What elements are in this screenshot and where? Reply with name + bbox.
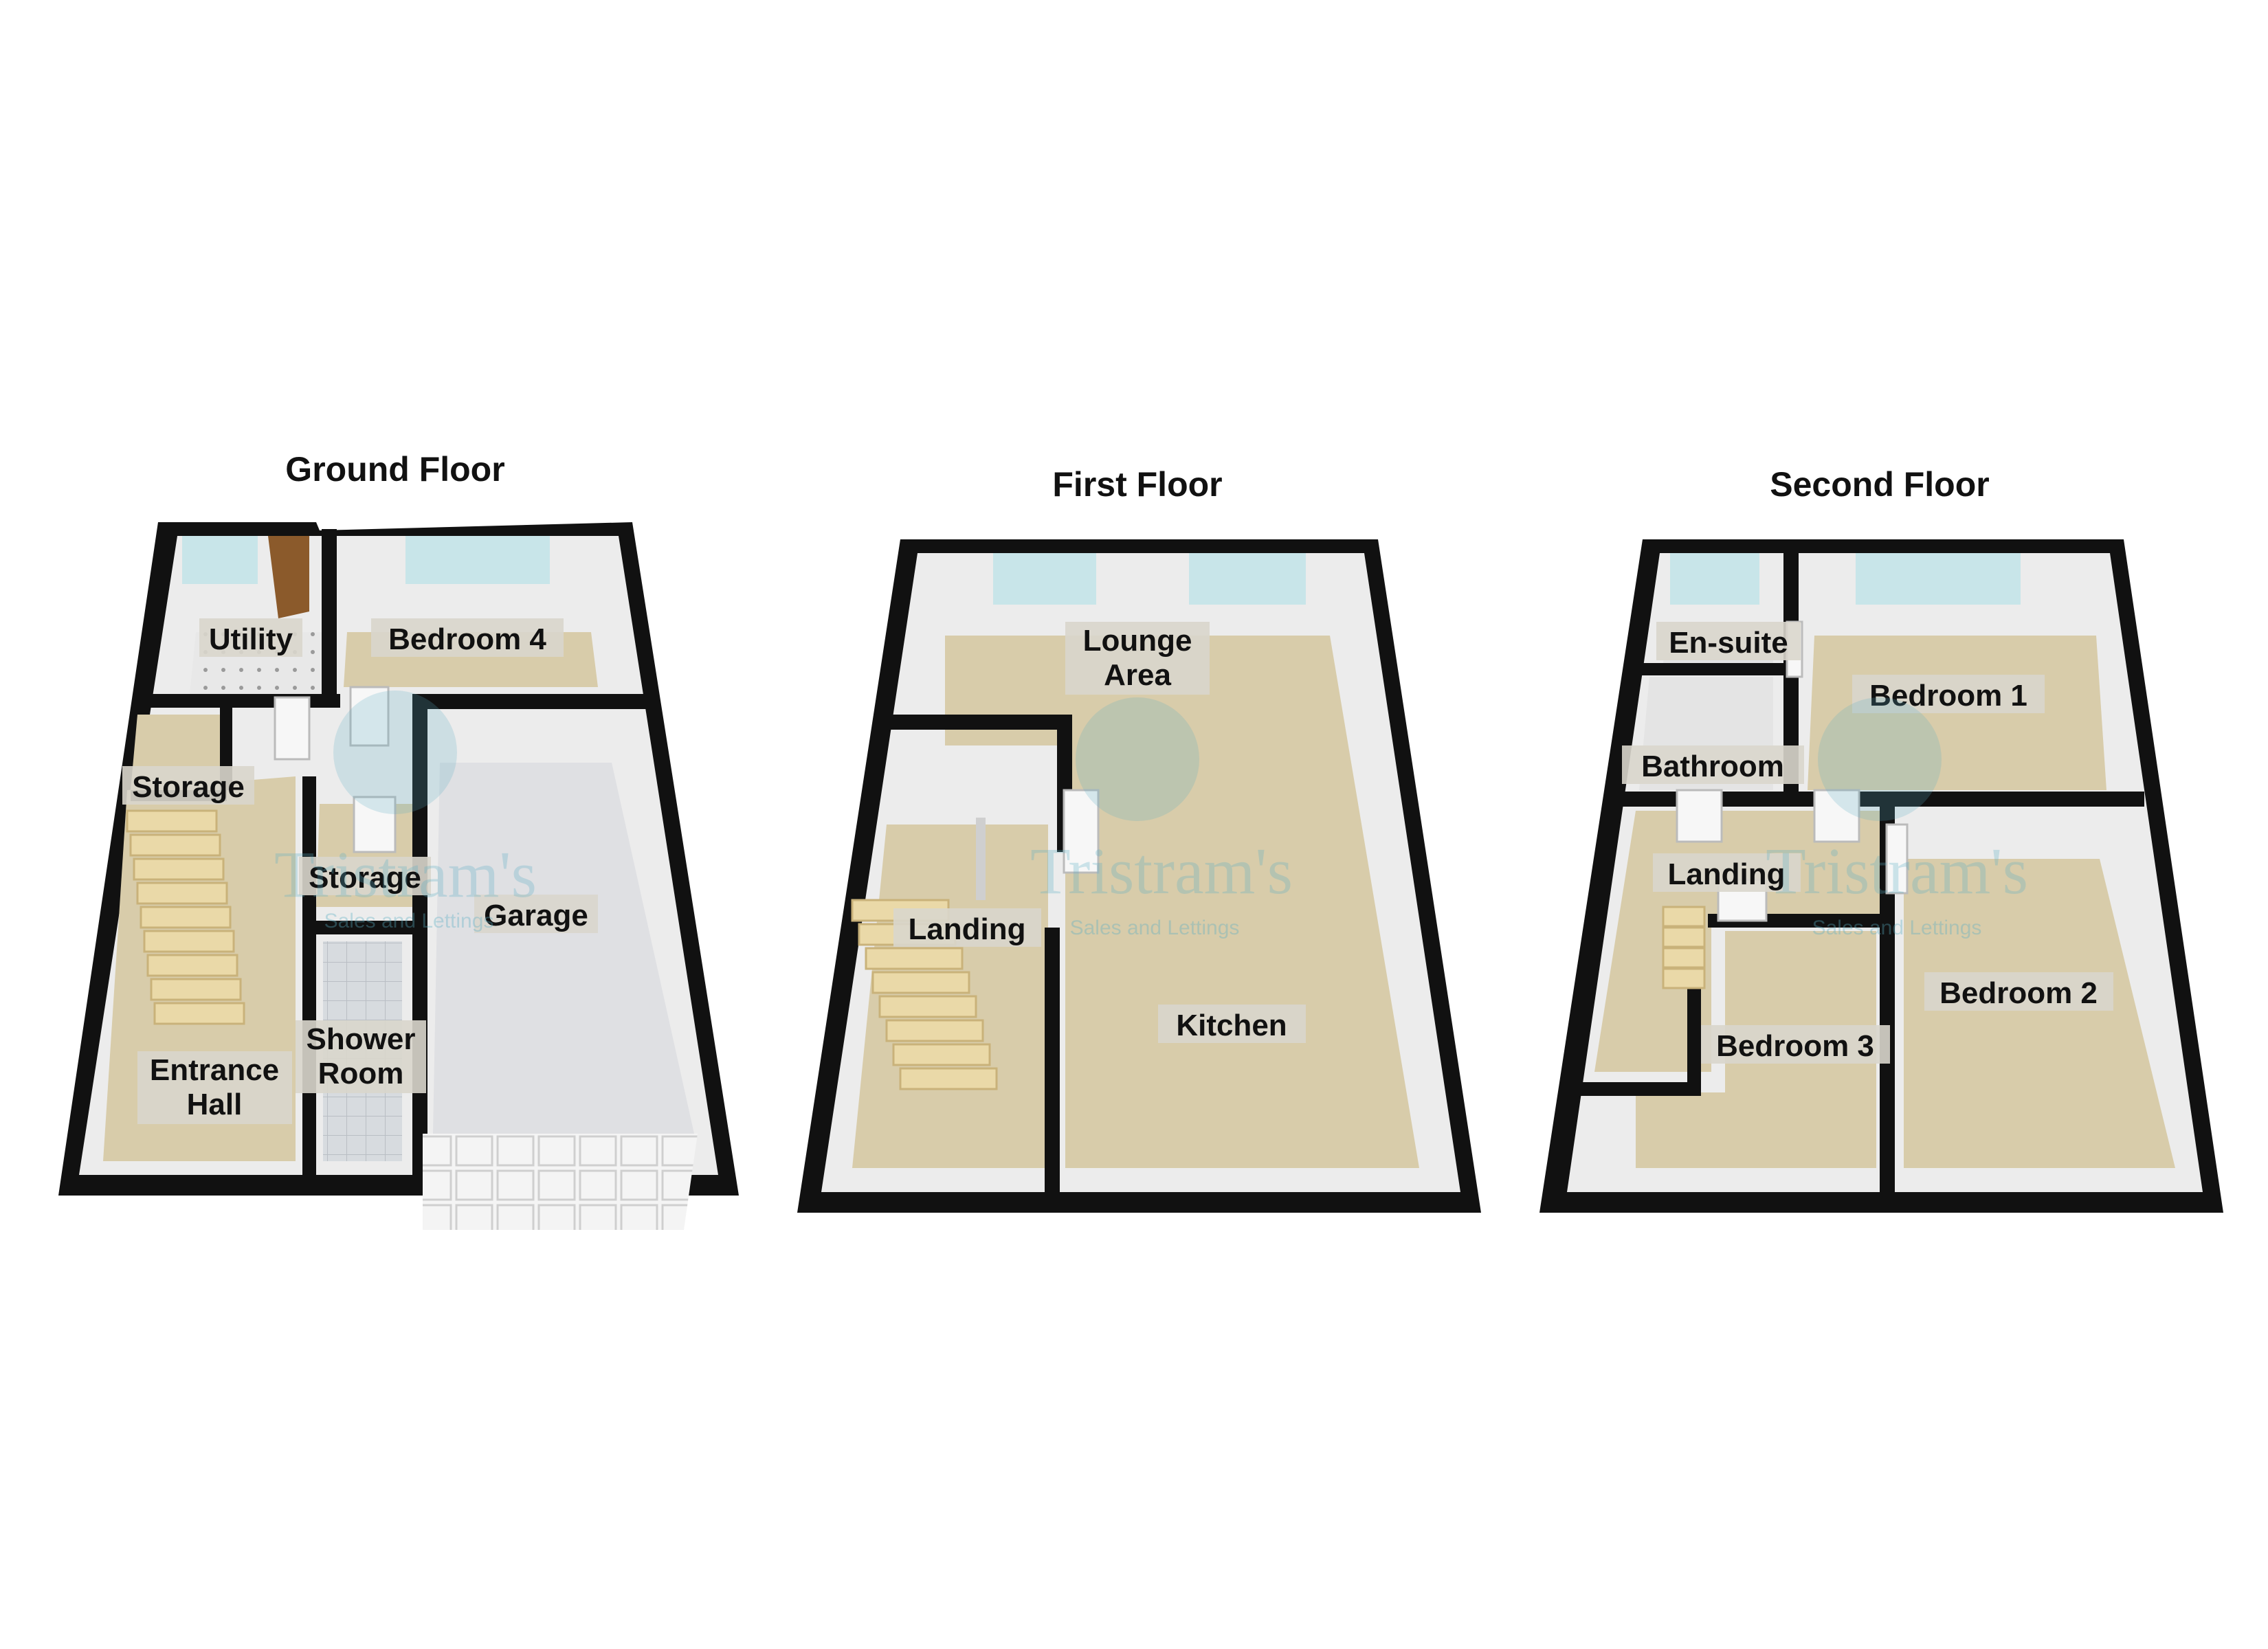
staircase (126, 809, 245, 1025)
room-label-landing: Landing (1667, 857, 1785, 891)
door (1676, 789, 1723, 843)
garage-door (423, 1134, 698, 1230)
room-label-entrance-hall: Entrance (150, 1053, 279, 1087)
door (349, 686, 390, 747)
house-logo-icon (333, 691, 457, 814)
room-label-bathroom: Bathroom (1641, 750, 1784, 783)
wall (887, 715, 1072, 730)
room-label-bedroom-4: Bedroom 4 (388, 622, 546, 656)
room-label-kitchen: Kitchen (1176, 1009, 1287, 1042)
window (1856, 553, 2021, 605)
floor-title: First Floor (1052, 465, 1222, 504)
door (274, 696, 311, 761)
room-label-lounge-area: Area (1104, 658, 1171, 692)
wall (1581, 1082, 1701, 1096)
staircase (851, 899, 998, 1090)
room-label-garage: Garage (484, 899, 588, 932)
window (1189, 553, 1306, 605)
door (353, 796, 397, 853)
garage-floor (433, 763, 694, 1134)
wall (1629, 663, 1794, 675)
room-label-shower-room: Shower (307, 1022, 416, 1056)
watermark-brand: Tristram's (1766, 834, 2028, 908)
watermark: Tristram's Sales and Lettings (1030, 697, 1293, 939)
watermark: Tristram's Sales and Lettings (274, 691, 537, 932)
watermark-sub: Sales and Lettings (324, 910, 494, 932)
room-label-entrance-hall: Hall (187, 1088, 243, 1121)
wall (322, 529, 337, 701)
window (1670, 553, 1759, 605)
watermark-brand: Tristram's (274, 838, 537, 911)
house-logo-icon (1818, 697, 1942, 821)
door (1885, 823, 1909, 895)
room-label-bedroom-3: Bedroom 3 (1716, 1029, 1874, 1063)
ground-floor: Ground Floor (58, 450, 739, 1230)
door (1063, 789, 1100, 874)
wall (412, 694, 646, 709)
room-label-bedroom-2: Bedroom 2 (1939, 976, 2098, 1010)
floor-title: Ground Floor (285, 450, 504, 489)
watermark-sub: Sales and Lettings (1812, 917, 1982, 939)
room-label-en-suite: En-suite (1669, 626, 1788, 660)
floor-title: Second Floor (1770, 465, 1989, 504)
wall (1880, 804, 1895, 1213)
wall (1045, 928, 1060, 1213)
room-label-utility: Utility (209, 622, 293, 656)
banister (976, 818, 986, 900)
room-label-storage: Storage (132, 770, 245, 804)
room-label-lounge-area: Lounge (1083, 624, 1192, 658)
window (993, 553, 1096, 605)
room-label-bedroom-1: Bedroom 1 (1869, 679, 2027, 713)
door (268, 536, 309, 618)
window (405, 536, 550, 584)
first-floor: First Floor Lounge Area (797, 465, 1481, 1213)
watermark-sub: Sales and Lettings (1070, 917, 1240, 939)
room-label-landing: Landing (908, 912, 1025, 946)
window (182, 536, 258, 584)
wall (302, 921, 419, 934)
watermark: Tristram's Sales and Lettings (1766, 697, 2028, 939)
watermark-brand: Tristram's (1030, 834, 1293, 908)
house-logo-icon (1076, 697, 1199, 821)
wall (1608, 792, 2144, 807)
second-floor: Second Floor (1539, 465, 2223, 1213)
door (1813, 789, 1860, 843)
room-label-shower-room: Room (318, 1057, 404, 1090)
staircase (1662, 906, 1706, 989)
room-label-storage: Storage (309, 861, 421, 895)
wall (302, 776, 316, 1175)
bedroom-2-floor (1904, 859, 2175, 1168)
